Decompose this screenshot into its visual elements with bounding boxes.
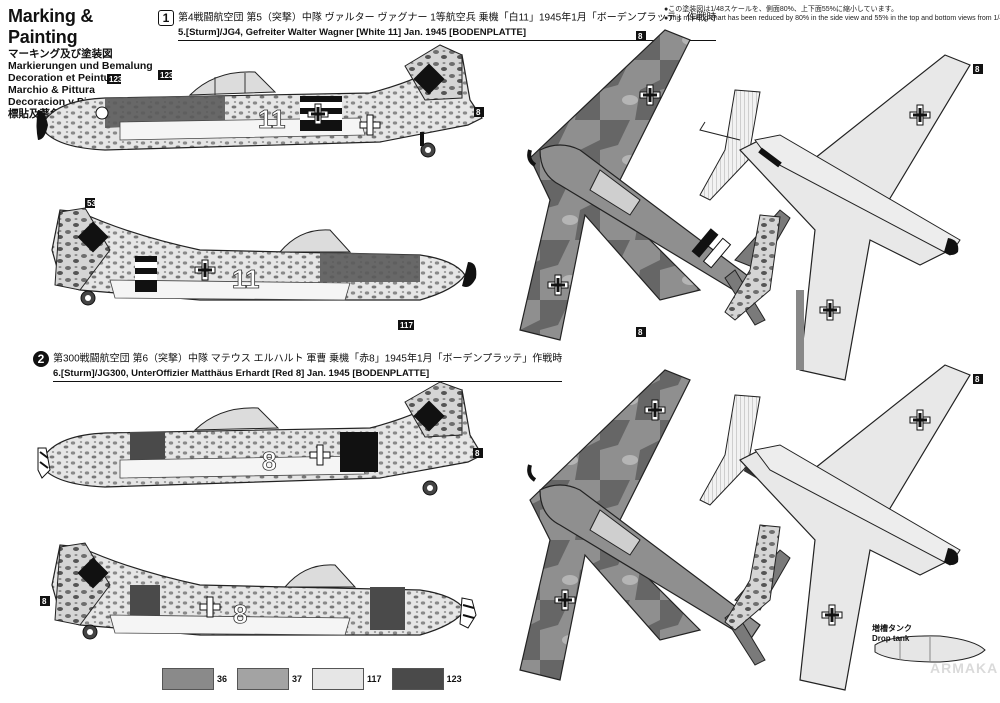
scheme-1-number: 1 bbox=[158, 10, 174, 26]
scheme-2-caption: 2 第300戦闘航空団 第6（突撃）中隊 マテウス エルハルト 軍曹 乗機「赤8」… bbox=[33, 351, 563, 382]
drop-tank-en: Drop tank bbox=[872, 634, 910, 643]
callout-marker: 117 bbox=[398, 320, 414, 330]
scheme-1-number-right: 11 bbox=[232, 264, 260, 294]
svg-text:8: 8 bbox=[638, 328, 643, 337]
drop-tank-jp: 増槽タンク bbox=[872, 624, 912, 633]
swatch-117: 117 bbox=[312, 668, 382, 690]
scale-note: ●この塗装図は1/48スケールを、側面80%、上下面55%に縮小しています。 ●… bbox=[664, 6, 1000, 23]
scheme-2-left-profile: 8 bbox=[37, 381, 483, 496]
callout-marker: 8 bbox=[636, 31, 646, 41]
scheme-2-right-profile: 8 bbox=[51, 542, 477, 640]
scheme-2-en: 6.[Sturm]/JG300, UnterOffizier Matthäus … bbox=[53, 367, 563, 382]
callout-marker: 8 bbox=[973, 64, 983, 74]
title-it: Marchio & Pittura bbox=[8, 84, 95, 96]
swatch-code: 37 bbox=[292, 674, 303, 684]
scheme-2-top-view bbox=[519, 369, 791, 681]
watermark: ARMAKA bbox=[930, 660, 999, 676]
scheme-1-right-profile: 11 bbox=[51, 207, 477, 306]
swatch-code: 123 bbox=[446, 674, 462, 684]
svg-text:53: 53 bbox=[87, 199, 96, 208]
callout-marker: 8 bbox=[636, 327, 646, 337]
swatch-36: 36 bbox=[162, 668, 227, 690]
chart-title: Marking & Painting bbox=[8, 6, 94, 47]
title-fr: Decoration et Peinture bbox=[8, 72, 121, 84]
callout-marker: 8 bbox=[473, 448, 483, 458]
scheme-2-number: 2 bbox=[33, 351, 49, 367]
drop-tank bbox=[874, 635, 986, 663]
svg-text:8: 8 bbox=[475, 449, 480, 458]
scheme-1-en: 5.[Sturm]/JG4, Gefreiter Walter Wagner [… bbox=[178, 26, 717, 41]
svg-text:8: 8 bbox=[975, 375, 980, 384]
callout-marker: 123 bbox=[158, 70, 174, 80]
scheme-1-jp: 第4戦闘航空団 第5（突撃）中隊 ヴァルター ヴァグナー 1等航空兵 乗機「白1… bbox=[178, 12, 717, 24]
scheme-1-caption: 1 第4戦闘航空団 第5（突撃）中隊 ヴァルター ヴァグナー 1等航空兵 乗機「白… bbox=[158, 10, 717, 41]
scheme-1-left-profile: 11 bbox=[36, 44, 483, 158]
swatch-code: 36 bbox=[217, 674, 228, 684]
callout-marker: 123 bbox=[107, 74, 123, 84]
callout-markers: 123 123 8 117 53 8 8 8 8 8 8 bbox=[40, 31, 983, 606]
scheme-1-tailplane-views bbox=[699, 89, 781, 321]
swatch-123: 123 bbox=[391, 668, 462, 690]
color-swatches: 36 37 117 123 bbox=[162, 668, 462, 690]
callout-marker: 8 bbox=[40, 596, 50, 606]
title-jp: マーキング及び塗装図 bbox=[8, 48, 113, 60]
svg-text:8: 8 bbox=[638, 32, 643, 41]
swatch-chip bbox=[237, 668, 290, 690]
scheme-2-number-left: 8 bbox=[262, 446, 276, 476]
scale-note-en: ●This marking chart has been reduced by … bbox=[664, 14, 1000, 22]
scheme-2-number-right: 8 bbox=[233, 599, 247, 629]
svg-text:8: 8 bbox=[975, 65, 980, 74]
svg-text:8: 8 bbox=[42, 597, 47, 606]
swatch-chip bbox=[312, 668, 365, 690]
svg-text:123: 123 bbox=[109, 75, 123, 84]
svg-text:123: 123 bbox=[160, 71, 174, 80]
swatch-chip bbox=[162, 668, 214, 690]
scheme-1-number-left: 11 bbox=[258, 104, 286, 134]
swatch-chip bbox=[391, 668, 444, 690]
svg-text:8: 8 bbox=[476, 108, 481, 117]
swatch-code: 117 bbox=[367, 674, 382, 684]
svg-text:117: 117 bbox=[400, 321, 413, 330]
scheme-2-bottom-view bbox=[739, 364, 971, 691]
callout-marker: 8 bbox=[474, 107, 484, 117]
scheme-1-bottom-view bbox=[739, 54, 971, 381]
swatch-37: 37 bbox=[237, 668, 302, 690]
scheme-1-top-view bbox=[519, 29, 791, 341]
callout-marker: 53 bbox=[85, 198, 96, 208]
callout-marker: 8 bbox=[973, 374, 983, 384]
scale-note-jp: ●この塗装図は1/48スケールを、側面80%、上下面55%に縮小しています。 bbox=[664, 6, 898, 13]
scheme-2-jp: 第300戦闘航空団 第6（突撃）中隊 マテウス エルハルト 軍曹 乗機「赤8」1… bbox=[53, 353, 563, 365]
drop-tank-label: 増槽タンク Drop tank bbox=[872, 624, 912, 644]
title-de: Markierungen und Bemalung bbox=[8, 60, 153, 72]
